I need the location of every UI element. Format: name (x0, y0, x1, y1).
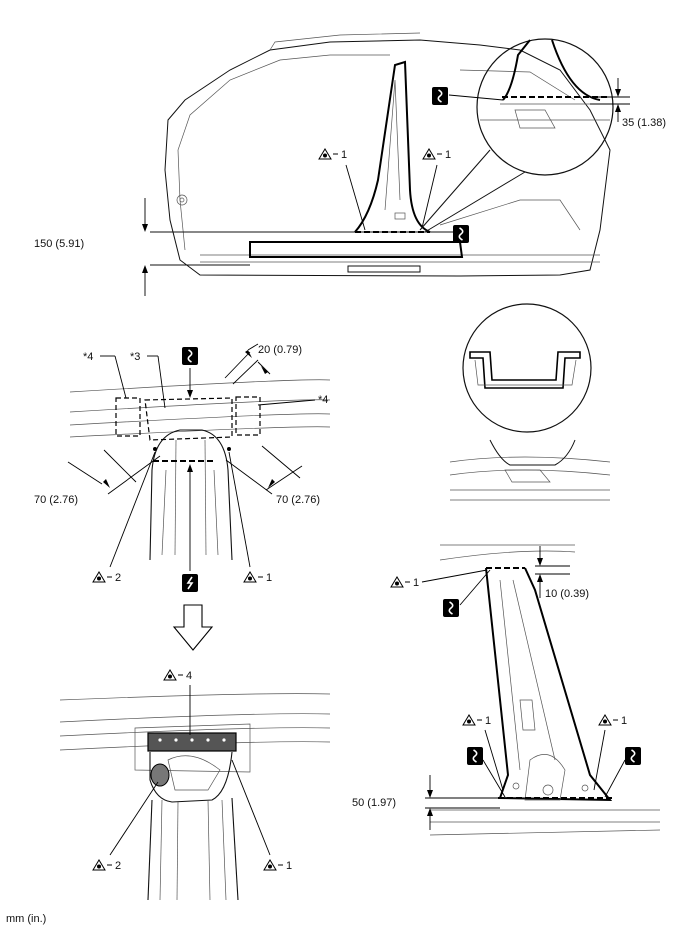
dim-right-span (225, 445, 303, 495)
part-4-label-right: *4 (318, 394, 328, 406)
dim-pillar-bottom-label: 50 (1.97) (352, 797, 396, 809)
section-circle (462, 303, 592, 433)
b-pillar-view (429, 544, 661, 836)
detail-circle-top (419, 38, 630, 233)
dim-overlap-width-label: 20 (0.79) (258, 344, 302, 356)
weld-2-label-bottom: 2 (115, 860, 121, 872)
weld-2-label: 2 (115, 572, 121, 584)
spot-weld-icon (462, 714, 483, 726)
spot-weld-icon (598, 714, 619, 726)
spot-weld-icon (263, 859, 284, 871)
pillar-top-view (449, 439, 611, 501)
dim-left-span-label: 70 (2.76) (34, 494, 78, 506)
cut-icon (431, 86, 449, 106)
dim-sill-height-label: 150 (5.91) (34, 238, 84, 250)
spot-weld-icon (163, 669, 184, 681)
weld-callout-right-num: 1 (445, 149, 451, 161)
units-label: mm (in.) (6, 913, 47, 925)
dim-sill-height (142, 198, 148, 296)
weld-1-label-pillar-left: 1 (485, 715, 491, 727)
dim-overlap-width (224, 343, 271, 385)
weld-1-label-pillar-right: 1 (621, 715, 627, 727)
spot-weld-icon (92, 571, 113, 583)
spot-weld-icon (243, 571, 264, 583)
overlap-plan-view (69, 379, 331, 561)
dim-pillar-top-label: 10 (0.39) (545, 588, 589, 600)
weld-callout-right (421, 148, 443, 229)
weld-1-label-pillar-top: 1 (413, 577, 419, 589)
dim-cut-offset-label: 35 (1.38) (622, 117, 666, 129)
spot-weld-icon (92, 859, 113, 871)
down-arrow-icon (172, 604, 214, 651)
body-side-view (150, 32, 611, 277)
dim-right-span-label: 70 (2.76) (276, 494, 320, 506)
cut-icon (181, 573, 199, 593)
weld-callout-left (318, 148, 366, 231)
weld-1-label-bottom: 1 (286, 860, 292, 872)
weld-callout-left-num: 1 (341, 149, 347, 161)
dim-pillar-bottom (425, 775, 500, 830)
cut-icon (442, 598, 460, 618)
cut-icon (466, 746, 484, 766)
dim-left-span (67, 449, 161, 495)
dim-pillar-top (535, 546, 570, 598)
part-3-label: *3 (130, 351, 140, 363)
weld-4-label: 4 (186, 670, 192, 682)
cut-icon (181, 346, 199, 366)
weld-1-label-mid: 1 (266, 572, 272, 584)
cut-icon (624, 746, 642, 766)
welded-plan-view (59, 693, 331, 901)
part-4-label-left: *4 (83, 351, 93, 363)
cut-icon (452, 224, 470, 244)
spot-weld-icon (390, 576, 411, 588)
